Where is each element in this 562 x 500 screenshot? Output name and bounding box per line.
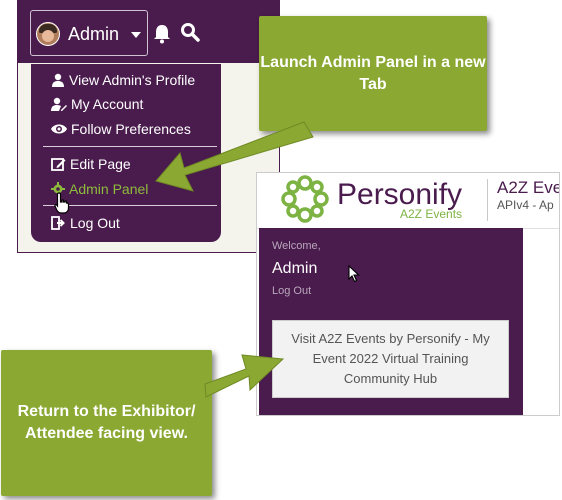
avatar — [36, 22, 60, 46]
callout-return-to-view: Return to the Exhibitor/ Attendee facing… — [1, 350, 212, 496]
menu-item-log-out[interactable]: Log Out — [51, 213, 120, 233]
log-out-link[interactable]: Log Out — [272, 285, 312, 297]
user-name: Admin — [272, 260, 318, 277]
personify-logo-icon — [281, 175, 329, 223]
visit-community-hub-button[interactable]: Visit A2Z Events by Personify - My Event… — [272, 320, 509, 398]
brand-subtitle: A2Z Events — [400, 207, 463, 221]
menu-item-edit-page[interactable]: Edit Page — [51, 154, 131, 174]
menu-item-view-profile[interactable]: View Admin's Profile — [51, 70, 195, 90]
user-edit-icon — [51, 97, 67, 111]
menu-item-label: Edit Page — [70, 156, 131, 172]
menu-item-my-account[interactable]: My Account — [51, 94, 143, 114]
sign-out-icon — [51, 216, 65, 230]
eye-icon — [51, 124, 67, 134]
brand-name: Personify — [337, 178, 463, 211]
callout-launch-admin-panel: Launch Admin Panel in a new Tab — [259, 16, 487, 131]
menu-item-label: View Admin's Profile — [69, 72, 196, 88]
user-menu-button[interactable]: Admin — [30, 10, 148, 56]
event-title: A2Z Eve — [497, 178, 560, 197]
menu-item-label: My Account — [71, 96, 144, 112]
menu-item-label: Log Out — [70, 215, 120, 231]
admin-menu-screenshot: Admin View Admin's Profile My Account Fo… — [17, 0, 280, 253]
top-navbar: Admin — [18, 0, 279, 63]
caret-down-icon — [131, 32, 141, 38]
arrow-cursor-icon — [348, 265, 360, 283]
header-divider — [487, 179, 488, 221]
menu-item-label: Follow Preferences — [71, 121, 191, 137]
edit-icon — [51, 157, 66, 171]
menu-divider — [43, 146, 217, 147]
bell-icon[interactable] — [153, 24, 171, 44]
gear-icon — [51, 182, 65, 196]
admin-sidebar: Welcome, Admin Log Out Visit A2Z Events … — [259, 228, 523, 415]
user-icon — [52, 73, 64, 87]
search-icon[interactable] — [180, 22, 200, 42]
welcome-text: Welcome, — [272, 240, 321, 252]
menu-item-follow-preferences[interactable]: Follow Preferences — [51, 119, 191, 139]
brand-header: Personify A2Z Events A2Z Eve APIv4 - Ap — [257, 173, 560, 229]
user-menu-label: Admin — [68, 24, 120, 44]
user-dropdown-menu: View Admin's Profile My Account Follow P… — [31, 64, 221, 242]
menu-divider — [43, 205, 217, 206]
event-subtitle: APIv4 - Ap — [497, 198, 554, 212]
event-hub-screenshot: Personify A2Z Events A2Z Eve APIv4 - Ap … — [256, 172, 560, 416]
menu-item-admin-panel[interactable]: Admin Panel — [51, 179, 148, 199]
hand-cursor-icon — [54, 192, 70, 214]
menu-item-label: Admin Panel — [69, 181, 149, 197]
